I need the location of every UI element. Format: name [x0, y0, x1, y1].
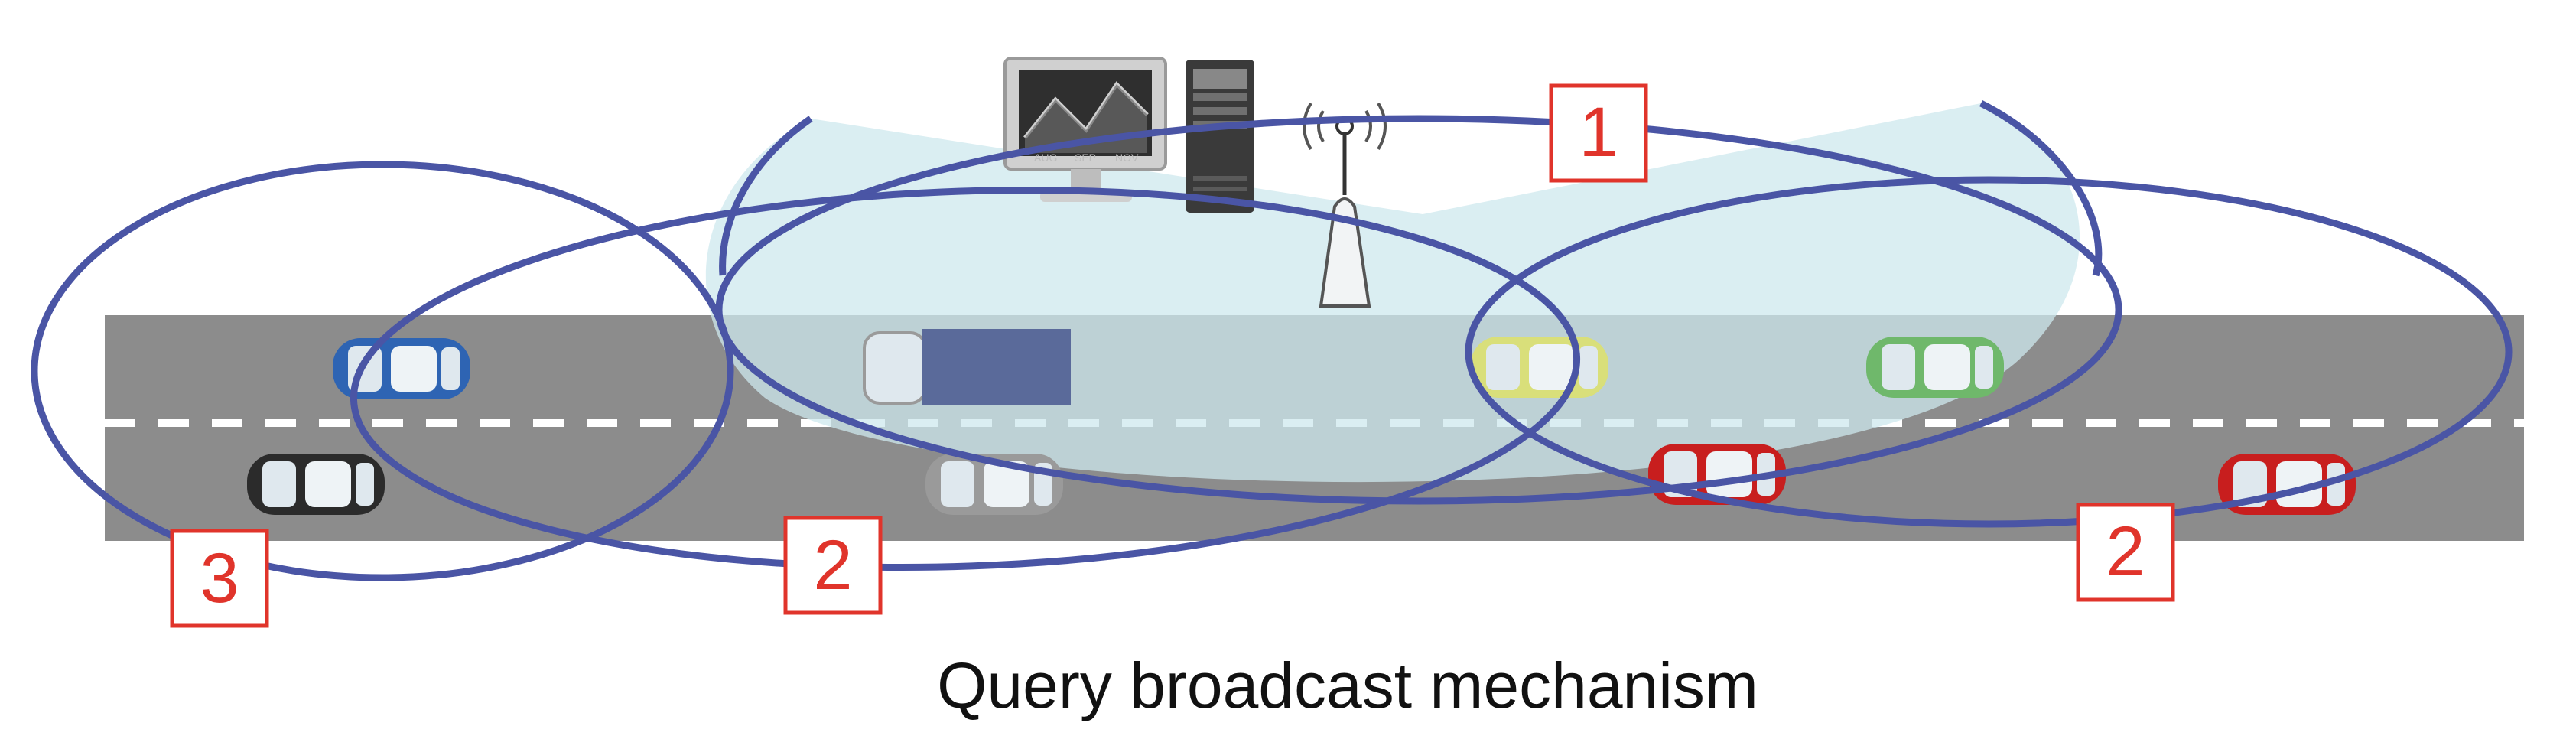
- range-ring-hop-1: [715, 115, 2122, 505]
- hop-label-2-middle: 2: [783, 516, 883, 615]
- rsu-coverage-top-left-edge: [719, 116, 813, 276]
- svg-text:3: 3: [200, 539, 239, 617]
- hop-label-2-right: 2: [2076, 503, 2175, 602]
- car-black: [247, 454, 385, 515]
- rsu-coverage-area: [705, 103, 2080, 483]
- svg-text:2: 2: [2106, 513, 2145, 591]
- chart-label-sep: SEP: [1075, 151, 1096, 164]
- server-monitor-icon: AUG SEP NOV: [1003, 57, 1167, 202]
- hop-label-3: 3: [170, 529, 269, 628]
- car-yellow: [1471, 337, 1608, 398]
- svg-text:2: 2: [813, 526, 852, 604]
- range-ring-hop-3: [31, 161, 734, 581]
- car-green: [1866, 337, 2004, 398]
- range-ring-hop-2-middle: [350, 187, 1581, 571]
- truck-icon: [863, 329, 1071, 405]
- svg-text:1: 1: [1579, 93, 1618, 171]
- chart-label-aug: AUG: [1034, 151, 1057, 164]
- chart-label-nov: NOV: [1115, 151, 1139, 164]
- server-tower-icon: [1186, 60, 1254, 213]
- range-ring-hop-2-right: [1465, 176, 2513, 528]
- hop-label-1: 1: [1549, 83, 1648, 183]
- diagram-caption: Query broadcast mechanism: [937, 649, 1758, 721]
